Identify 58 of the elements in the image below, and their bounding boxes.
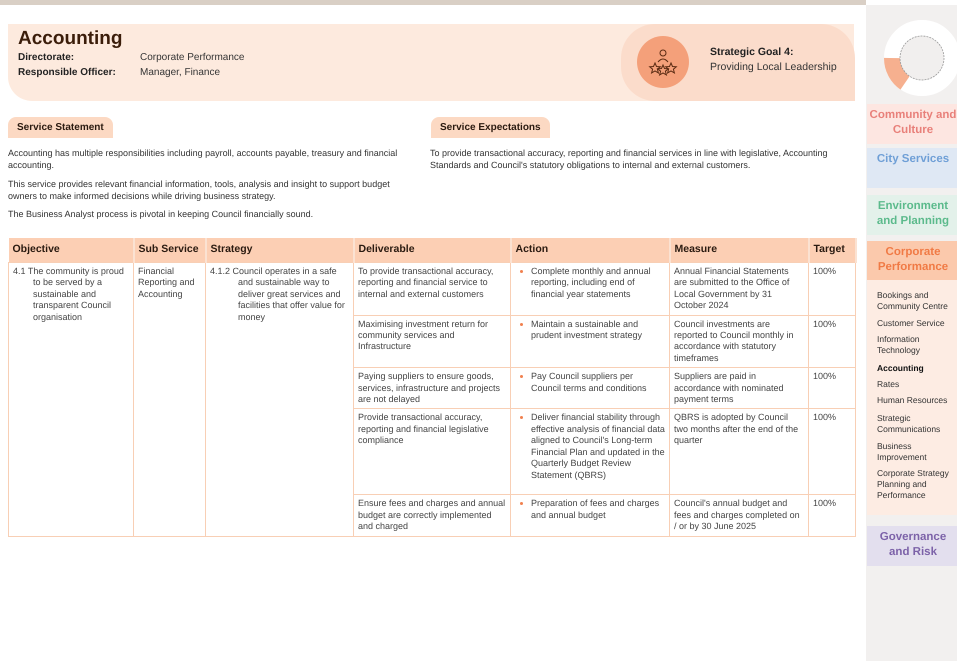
- column-header: Action: [510, 238, 670, 262]
- field-value: Manager, Finance: [140, 67, 220, 78]
- menu-item: Accounting: [877, 363, 925, 374]
- measure-text: Council investments are reported to Council monthly in accordance with statutory timeframes: [670, 315, 808, 368]
- section-tag: Service Statement: [8, 117, 113, 138]
- category-tab: City Services: [867, 148, 957, 188]
- menu-item: Information Technology: [877, 334, 922, 356]
- field-value: Corporate Performance: [140, 52, 244, 63]
- goal-heading: Strategic Goal 4:: [710, 46, 794, 58]
- column-header: Strategy: [206, 238, 354, 262]
- category-tab: Community and Culture: [867, 104, 957, 144]
- target-value: 100%: [808, 408, 856, 495]
- menu-item: Strategic Communications: [877, 413, 942, 435]
- action-text: Preparation of fees and charges and annual budget: [510, 494, 670, 536]
- category-tab: Environment and Planning: [867, 195, 957, 235]
- paragraph: To provide transactional accuracy, reporting and financial services in line with legislative, Accounting Standards and Council's statutory obligations to internal and external customers.: [430, 148, 829, 171]
- paragraph: This service provides relevant financial information, tools, analysis and insight to support budget owners to make informed decisions while driving business strategy.: [8, 179, 391, 202]
- menu-item: Human Resources: [877, 395, 948, 406]
- measure-text: Suppliers are paid in accordance with nominated payment terms: [670, 368, 808, 409]
- target-value: 100%: [808, 494, 856, 536]
- paragraph: Accounting has multiple responsibilities including payroll, accounts payable, treasury and financial accounting.: [8, 148, 398, 171]
- deliverable-text: Ensure fees and charges and annual budget are correctly implemented and charged: [354, 494, 510, 536]
- category-tab: Governance and Risk: [867, 526, 957, 566]
- deliverable-text: Provide transactional accuracy, reporting and financial legislative compliance: [354, 408, 510, 495]
- section-tag: Service Expectations: [431, 117, 550, 138]
- column-header: Target: [808, 238, 856, 262]
- action-text: Deliver financial stability through effective analysis of financial data aligned to Council's Long-term Financial Plan and updated in the Quarterly Budget Review Statement (QBRS): [510, 408, 670, 495]
- deliverable-text: To provide transactional accuracy, reporting and financial service to internal and external customers: [354, 262, 510, 316]
- column-header: Objective: [8, 238, 134, 262]
- paragraph: The Business Analyst process is pivotal in keeping Council financially sound.: [8, 209, 314, 220]
- target-value: 100%: [808, 315, 856, 368]
- goal-panel: [621, 24, 855, 101]
- objective-text: 4.1 The community is proud to be served by a sustainable and transparent Council organisation: [8, 262, 134, 536]
- measure-text: Council's annual budget and fees and charges completed on / or by 30 June 2025: [670, 494, 808, 536]
- menu-item: Corporate Strategy Planning and Performance: [877, 468, 950, 501]
- strategy-text: 4.1.2 Council operates in a safe and sustainable way to deliver great services and facilities that offer value for money: [206, 262, 354, 536]
- measure-text: QBRS is adopted by Council two months after the end of the quarter: [670, 408, 808, 495]
- target-value: 100%: [808, 262, 856, 316]
- sub-service-text: Financial Reporting and Accounting: [134, 262, 206, 536]
- deliverable-text: Maximising investment return for community services and Infrastructure: [354, 315, 510, 368]
- measure-text: Annual Financial Statements are submitted to the Office of Local Government by 31 October 2024: [670, 262, 808, 316]
- page-title: Accounting: [18, 28, 122, 50]
- deliverable-text: Paying suppliers to ensure goods, services, infrastructure and projects are not delayed: [354, 368, 510, 409]
- goal-text: Providing Local Leadership: [710, 61, 837, 73]
- action-text: Maintain a sustainable and prudent investment strategy: [510, 315, 670, 368]
- menu-item: Bookings and Community Centre: [877, 290, 949, 312]
- menu-item: Business Improvement: [877, 441, 928, 463]
- action-text: Pay Council suppliers per Council terms and conditions: [510, 368, 670, 409]
- menu-item: Rates: [877, 379, 900, 390]
- field-label: Directorate:: [18, 52, 74, 63]
- action-text: Complete monthly and annual reporting, including end of financial year statements: [510, 262, 670, 316]
- column-header: Sub Service: [134, 238, 206, 262]
- menu-item: Customer Service: [877, 318, 946, 329]
- category-tab: Corporate Performance: [867, 241, 957, 280]
- column-header: Deliverable: [354, 238, 510, 262]
- target-value: 100%: [808, 368, 856, 409]
- column-header: Measure: [670, 238, 808, 262]
- field-label: Responsible Officer:: [18, 67, 116, 78]
